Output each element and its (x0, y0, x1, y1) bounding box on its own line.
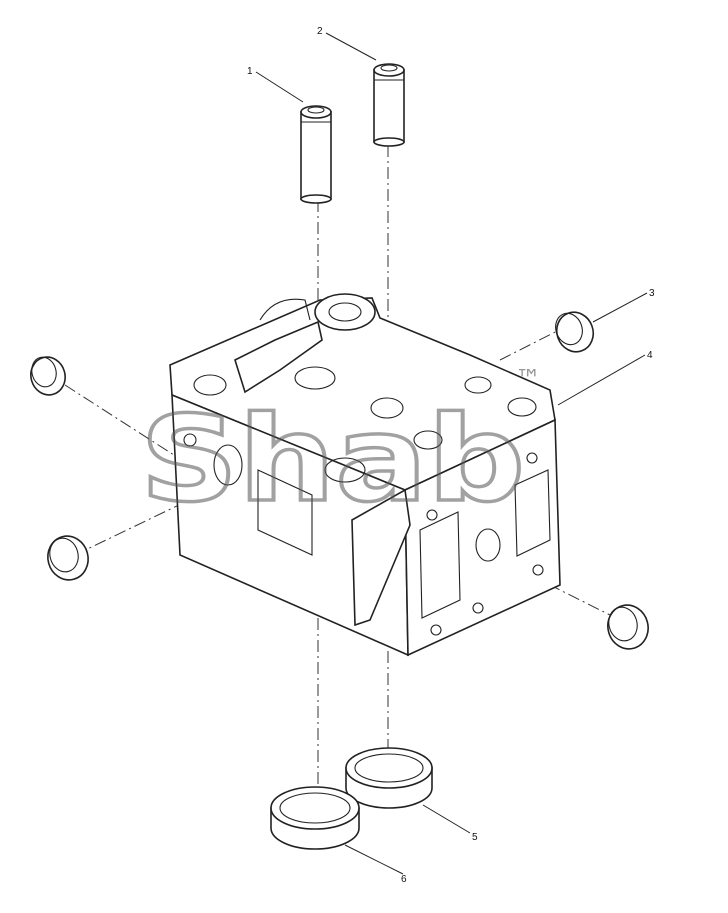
plug-part-3-lower-left (47, 535, 89, 581)
callout-labels: 1 2 3 4 5 6 (247, 26, 655, 885)
seat-ring-part-5 (345, 747, 433, 809)
callout-3: 3 (649, 288, 655, 299)
watermark: Shab ™ (138, 365, 541, 530)
leader-lines (255, 32, 648, 875)
seat-ring-part-6 (270, 786, 360, 850)
callout-5: 5 (472, 832, 478, 843)
watermark-text: Shab (140, 390, 525, 528)
callout-4: 4 (647, 350, 653, 361)
plug-part-3-lower-right (607, 604, 649, 650)
callout-1: 1 (247, 66, 253, 77)
pin-part-2 (373, 63, 405, 147)
pin-part-1 (300, 105, 332, 204)
watermark-trademark: ™ (515, 365, 541, 395)
cylinder-head-part-4 (169, 293, 561, 657)
callout-6: 6 (401, 874, 407, 885)
plug-part-3-top-right (555, 311, 595, 353)
plug-part-3-left (30, 356, 66, 396)
callout-2: 2 (317, 26, 323, 37)
